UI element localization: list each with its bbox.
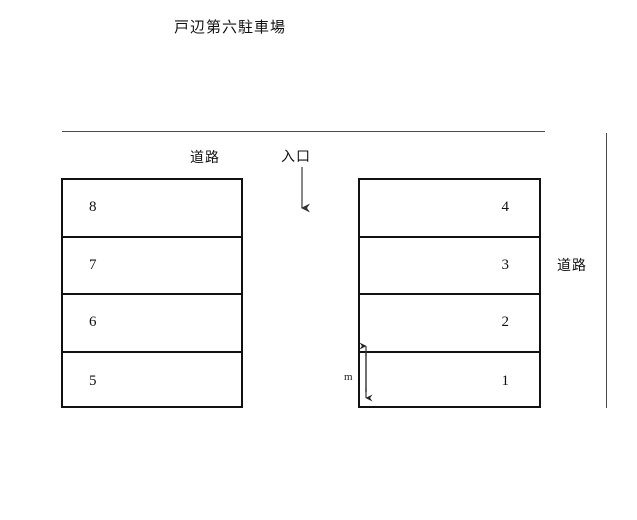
left-parking-block: 8 7 6 5 — [61, 178, 243, 408]
right-parking-block: 4 3 2 1 — [358, 178, 541, 408]
stall-number: 5 — [89, 372, 97, 389]
stall-number: 8 — [89, 199, 97, 216]
stall-number: 7 — [89, 256, 97, 273]
parking-stall[interactable]: 2 — [360, 295, 539, 353]
road-label-right: 道路 — [557, 259, 587, 274]
stall-number: 4 — [501, 199, 510, 216]
page-title: 戸辺第六駐車場 — [174, 20, 287, 36]
parking-stall[interactable]: 3 — [360, 238, 539, 295]
road-label-top: 道路 — [190, 151, 220, 166]
top-road-line — [62, 131, 545, 132]
parking-stall[interactable]: 6 — [63, 295, 241, 353]
right-road-line — [606, 133, 607, 408]
stall-number: 2 — [501, 314, 510, 331]
parking-stall[interactable]: 8 — [63, 180, 241, 238]
parking-stall[interactable]: 1 — [360, 353, 539, 411]
stall-number: 1 — [501, 372, 510, 389]
stall-number: 6 — [89, 314, 97, 331]
dimension-unit-label: m — [344, 371, 353, 383]
stall-number: 3 — [501, 256, 510, 273]
parking-stall[interactable]: 7 — [63, 238, 241, 295]
parking-stall[interactable]: 4 — [360, 180, 539, 238]
parking-stall[interactable]: 5 — [63, 353, 241, 411]
entrance-label: 入口 — [281, 150, 311, 165]
